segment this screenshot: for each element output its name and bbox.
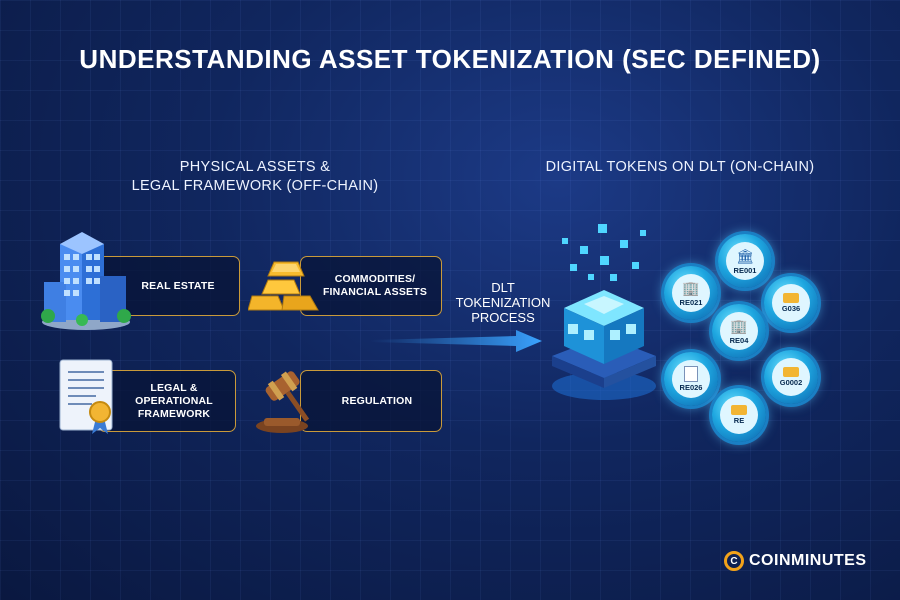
process-label-line3: PROCESS <box>471 310 535 325</box>
regulation-label: REGULATION <box>341 394 413 407</box>
coinminutes-logo-icon: C <box>724 551 744 571</box>
token-re026: RE026 <box>664 352 718 406</box>
coinminutes-logo: C COINMINUTES <box>724 551 867 571</box>
token-label: RE021 <box>679 297 703 307</box>
dlt-blockchain-cube-icon <box>552 224 656 400</box>
regulation-box: REGULATION <box>300 370 442 432</box>
gold-bars-icon <box>783 367 799 377</box>
legal-label-line1: LEGAL & <box>150 381 198 394</box>
building-icon: 🏢 <box>730 317 748 334</box>
on-chain-heading: DIGITAL TOKENS ON DLT (ON-CHAIN) <box>545 159 815 175</box>
token-g036: G036 <box>764 276 818 330</box>
token-re04: 🏢 RE04 <box>712 304 766 358</box>
commodities-label-line2: FINANCIAL ASSETS <box>322 286 428 298</box>
token-label: G036 <box>781 304 801 313</box>
token-label: RE026 <box>679 383 703 392</box>
building-icon <box>41 232 131 330</box>
document-icon <box>684 366 698 382</box>
commodities-box: COMMODITIES/ FINANCIAL ASSETS <box>300 256 442 316</box>
gold-bars-icon <box>783 293 799 303</box>
tokenization-process-label: DLT TOKENIZATION PROCESS <box>448 280 558 325</box>
token-g0002: G0002 <box>764 350 818 404</box>
token-re021: 🏢 RE021 <box>664 266 718 320</box>
token-label: RE <box>733 416 745 425</box>
token-re001: 🏛 RE001 <box>718 234 772 288</box>
gold-bars-icon <box>731 405 747 415</box>
token-label: RE001 <box>733 265 757 275</box>
logo-mark: C <box>730 555 738 567</box>
gavel-icon <box>256 371 310 433</box>
legal-label-line3: FRAMEWORK <box>137 407 211 420</box>
page-title: UNDERSTANDING ASSET TOKENIZATION (SEC DE… <box>79 44 821 74</box>
building-icon: 🏢 <box>682 279 700 296</box>
token-label: G0002 <box>779 378 803 387</box>
legal-box: LEGAL & OPERATIONAL FRAMEWORK <box>98 370 236 432</box>
token-label: RE04 <box>729 335 749 345</box>
process-label-line2: TOKENIZATION <box>455 295 551 310</box>
document-certificate-icon <box>59 359 113 434</box>
off-chain-heading-line2: LEGAL FRAMEWORK (OFF-CHAIN) <box>131 178 379 194</box>
legal-label-line2: OPERATIONAL <box>135 394 213 407</box>
tokenization-arrow-icon <box>370 330 542 352</box>
real-estate-label: REAL ESTATE <box>141 279 215 292</box>
commodities-label-line1: COMMODITIES/ <box>334 273 416 285</box>
off-chain-heading-line1: PHYSICAL ASSETS & <box>179 159 331 175</box>
building-icon: 🏛 <box>736 247 754 264</box>
process-label-line1: DLT <box>491 280 515 295</box>
token-re: RE <box>712 388 766 442</box>
gold-bars-icon <box>248 261 319 311</box>
off-chain-heading: PHYSICAL ASSETS & LEGAL FRAMEWORK (OFF-C… <box>90 158 420 196</box>
brand-name: COINMINUTES <box>749 552 867 569</box>
